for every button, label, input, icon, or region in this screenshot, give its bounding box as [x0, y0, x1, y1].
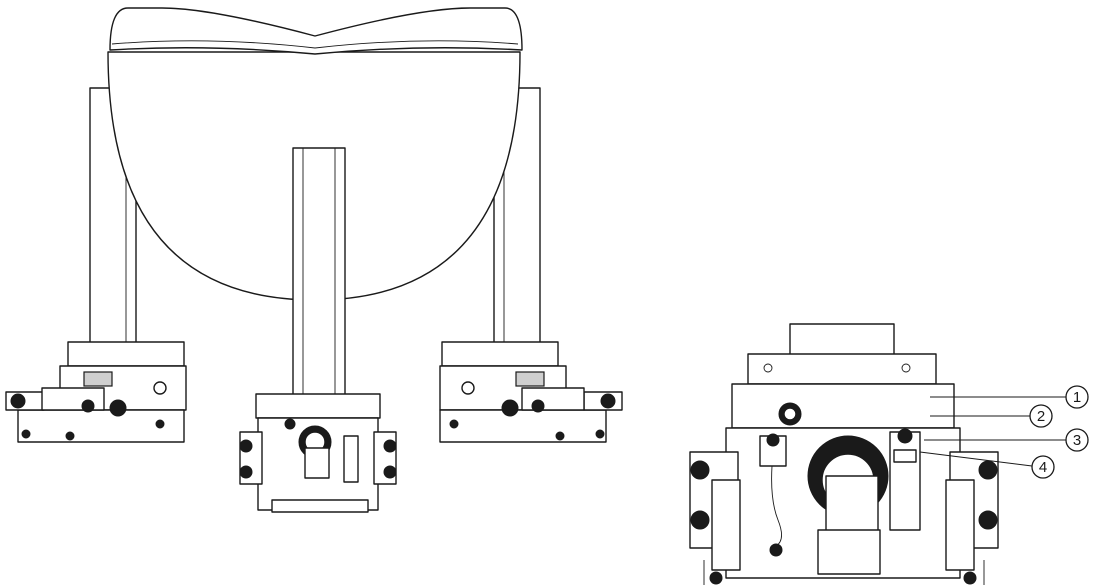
callout-1-label: 1 [1073, 389, 1081, 406]
vessel-assembly-overview [5, 7, 623, 513]
callout-3-label: 3 [1073, 432, 1081, 449]
detail-valve-right [889, 431, 921, 531]
callout-4: 4 [919, 451, 1055, 479]
load-cell-module-left [5, 341, 187, 443]
callout-2: 2 [930, 404, 1053, 428]
callout-1: 1 [930, 385, 1089, 409]
callout-4-label: 4 [1039, 459, 1047, 476]
load-cell-module-center [239, 393, 397, 513]
load-cell-module-detail [689, 323, 999, 585]
callout-2-label: 2 [1037, 408, 1045, 425]
vessel-rim [109, 7, 523, 55]
detail-top-plate [747, 353, 937, 385]
callout-3: 3 [924, 428, 1089, 452]
detail-upper-block [731, 383, 955, 429]
callouts: 1 2 3 4 [919, 385, 1089, 479]
load-cell-module-right [439, 341, 623, 443]
support-leg-front [292, 147, 346, 397]
